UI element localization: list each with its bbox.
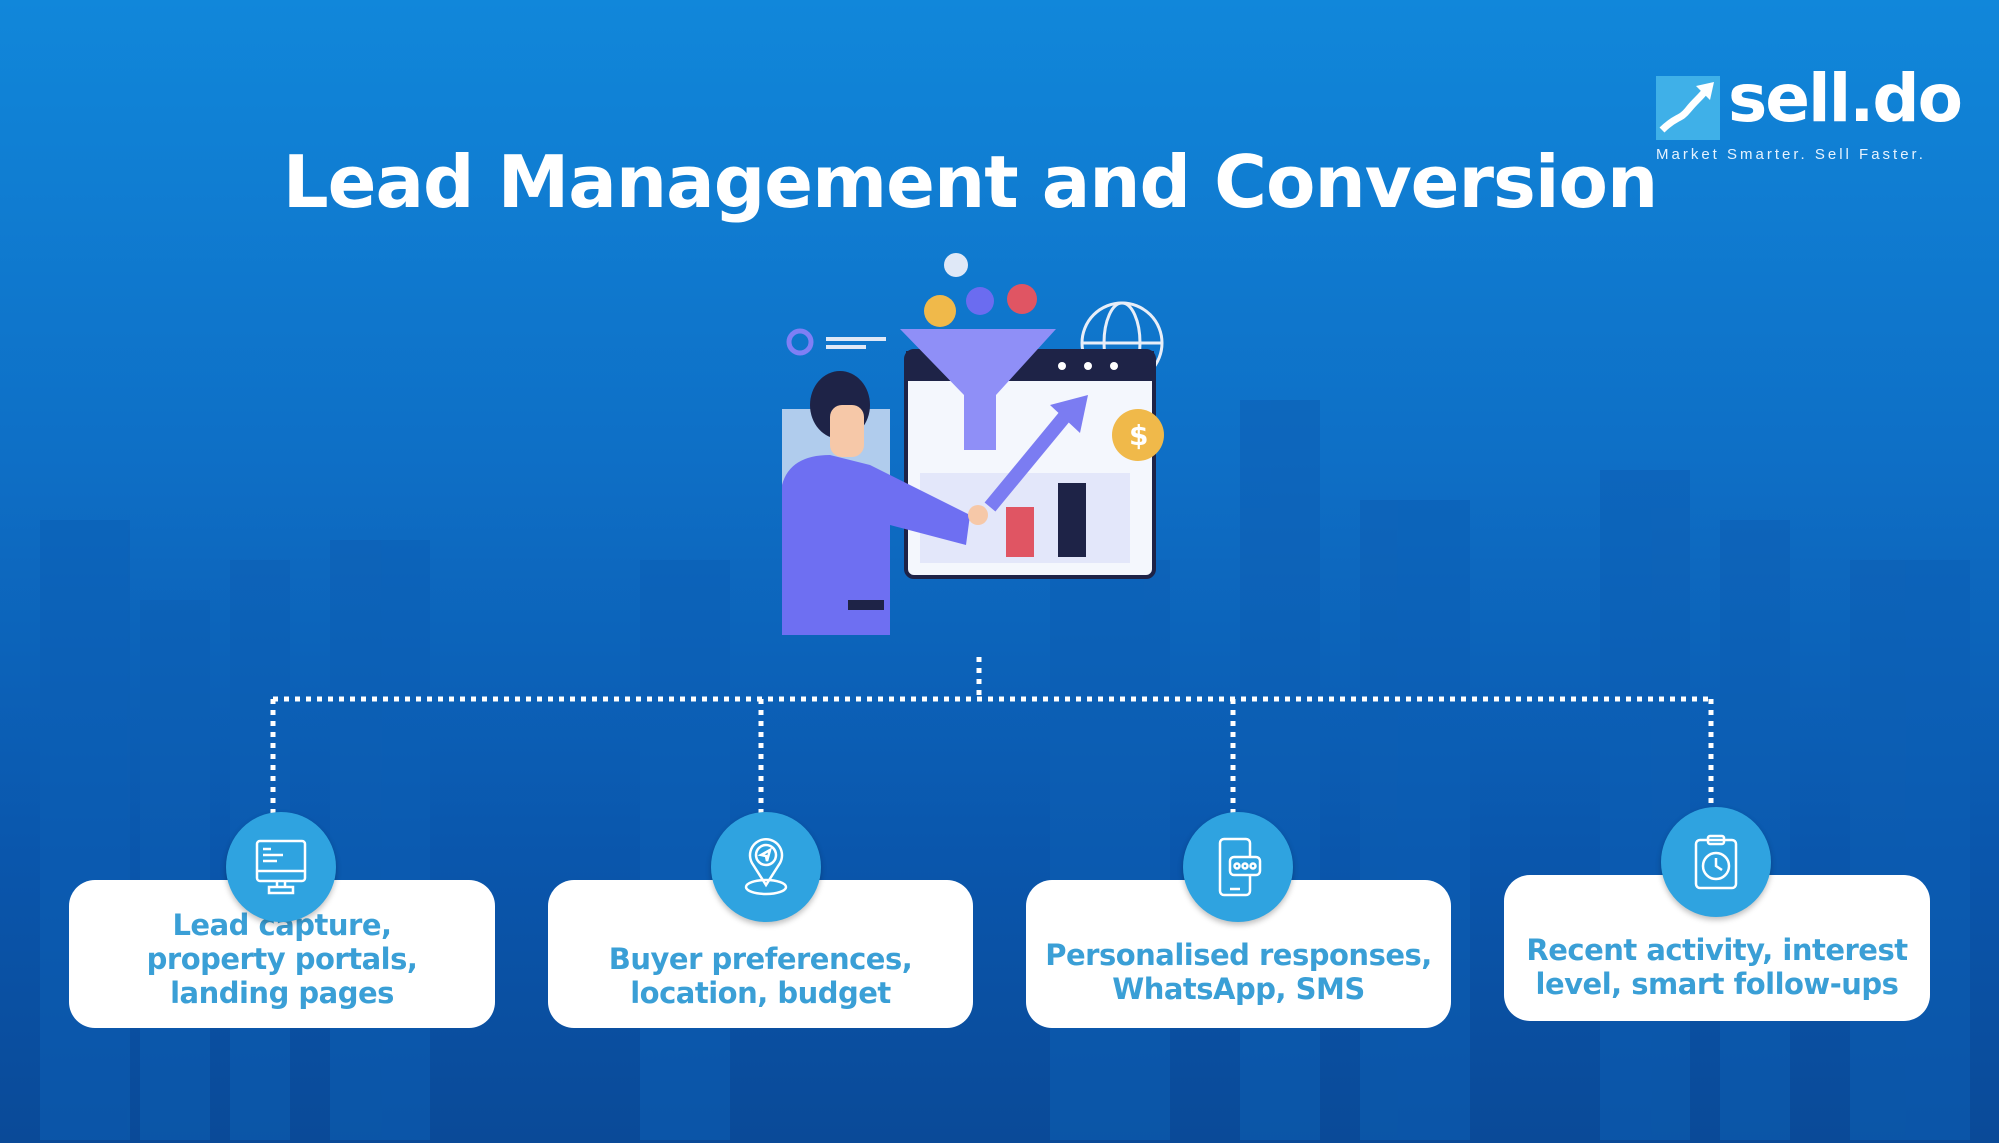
monitor-icon xyxy=(226,812,336,922)
logo-brand: sell.do xyxy=(1728,60,1963,137)
step-text: Recent activity, interest level, smart f… xyxy=(1526,933,1908,1001)
step-card-lead-capture: Lead capture, property portals, landing … xyxy=(69,880,495,1028)
step-text: Personalised responses, WhatsApp, SMS xyxy=(1045,938,1432,1006)
step-text: Buyer preferences, location, budget xyxy=(608,942,913,1010)
sell-do-logo: sell.do Market Smarter. Sell Faster. xyxy=(1656,60,1963,166)
logo-tagline: Market Smarter. Sell Faster. xyxy=(1656,146,1926,163)
svg-text:$: $ xyxy=(1129,419,1148,452)
phone-chat-icon xyxy=(1183,812,1293,922)
step-text: Lead capture, property portals, landing … xyxy=(146,908,418,1010)
funnel-analytics-illustration: $ xyxy=(782,253,1164,635)
page-title: Lead Management and Conversion xyxy=(282,140,1659,224)
trend-arrow-icon xyxy=(1656,76,1720,140)
location-pin-icon xyxy=(711,812,821,922)
clipboard-clock-icon xyxy=(1661,807,1771,917)
